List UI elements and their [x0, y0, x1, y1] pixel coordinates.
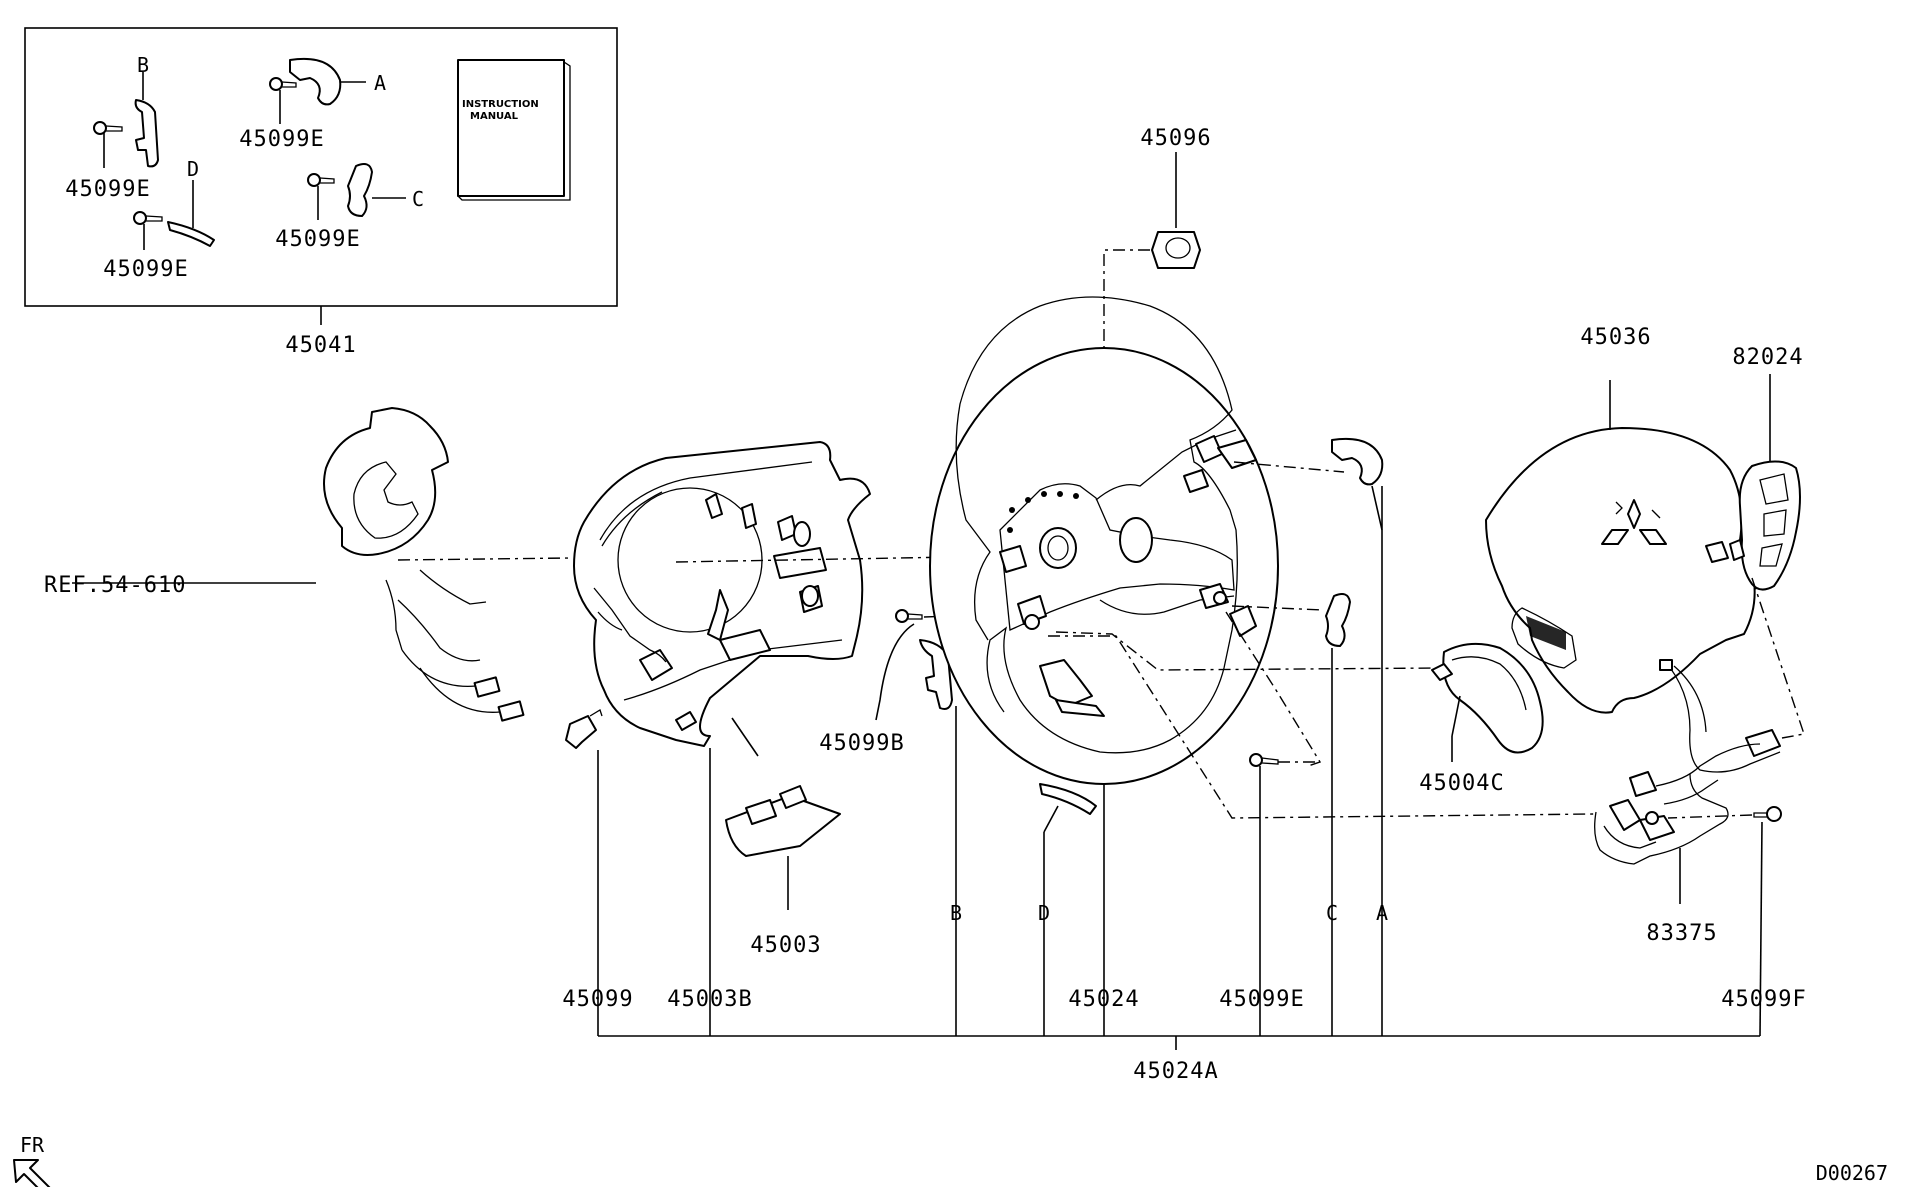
- diagram-code: D00267: [1816, 1161, 1888, 1185]
- steering-wheel-45024: 45024: [929, 296, 1279, 1036]
- kit-screw-d: 45099E: [103, 257, 188, 282]
- label-screw-left: 45099B: [819, 731, 904, 756]
- airbag-45036: 45036: [1485, 325, 1781, 773]
- front-arrow-icon: [13, 1159, 51, 1187]
- label-harness: 83375: [1646, 921, 1717, 946]
- trim-piece-d-kit: D 45099E: [103, 157, 215, 282]
- clip-45099: 45099: [562, 709, 633, 1036]
- label-column-cover: 45003B: [667, 987, 752, 1012]
- label-screw-center: 45099E: [1219, 987, 1304, 1012]
- kit-box: 45041 INSTRUCTION MANUAL B 45099E A: [24, 27, 618, 358]
- trim-piece-c: C: [1325, 593, 1351, 1036]
- callout-a: A: [1376, 901, 1388, 925]
- kit-letter-c: C: [412, 187, 424, 211]
- brand-logo: [1601, 499, 1667, 545]
- kit-part-number: 45041: [285, 333, 356, 358]
- callout-c: C: [1326, 901, 1338, 925]
- trim-piece-d: D: [1038, 783, 1097, 1036]
- kit-letter-b: B: [137, 53, 149, 77]
- screw-45099e-center: 45099E: [1219, 753, 1318, 1036]
- label-lower-cover: 45003: [750, 933, 821, 958]
- label-nut: 45096: [1140, 126, 1211, 151]
- instruction-manual: INSTRUCTION MANUAL: [457, 59, 571, 201]
- callout-d: D: [1038, 901, 1050, 925]
- label-wheel: 45024: [1068, 987, 1139, 1012]
- screw-icon: [307, 173, 335, 187]
- manual-text-2: MANUAL: [470, 111, 519, 122]
- kit-screw-b: 45099E: [65, 177, 150, 202]
- screw-icon: [133, 211, 163, 225]
- screw-icon: [269, 77, 297, 91]
- trim-piece-c-kit: C 45099E: [275, 163, 424, 252]
- screw-icon: [93, 121, 123, 135]
- kit-letter-d: D: [187, 157, 199, 181]
- column-cover-45003b: 45003 B: [573, 441, 1011, 1036]
- screw-45099f: 45099F: [1667, 806, 1806, 1037]
- label-switch-left: 45004C: [1419, 771, 1504, 796]
- label-assembly: 45024A: [1133, 1059, 1218, 1084]
- label-screw-right: 45099F: [1721, 987, 1806, 1012]
- trim-piece-a-kit: A 45099E: [239, 58, 386, 152]
- label-clip: 45099: [562, 987, 633, 1012]
- kit-screw-a: 45099E: [239, 127, 324, 152]
- switch-82024: 82024: [1729, 345, 1805, 739]
- kit-letter-a: A: [374, 71, 386, 95]
- nut-45096: 45096: [1103, 126, 1211, 535]
- assembly-bracket: 45024A: [598, 1035, 1760, 1084]
- label-clock-spring-ref: REF.54-610: [44, 573, 186, 598]
- kit-screw-c: 45099E: [275, 227, 360, 252]
- trim-piece-b-kit: B 45099E: [65, 53, 159, 202]
- label-switch-right: 82024: [1732, 345, 1803, 370]
- trim-piece-a: A: [1331, 438, 1388, 1036]
- harness-83375: 83375: [1594, 743, 1761, 946]
- label-airbag: 45036: [1580, 325, 1651, 350]
- front-direction-indicator: FR: [13, 1133, 51, 1187]
- front-label: FR: [20, 1133, 45, 1157]
- manual-text-1: INSTRUCTION: [462, 99, 539, 110]
- switch-45004c: 45004C: [1419, 642, 1544, 796]
- trim-piece-b: B: [919, 639, 962, 1036]
- clock-spring: REF.54-610: [44, 407, 571, 722]
- callout-b: B: [950, 901, 962, 925]
- lower-cover-45003: 45003: [725, 785, 841, 958]
